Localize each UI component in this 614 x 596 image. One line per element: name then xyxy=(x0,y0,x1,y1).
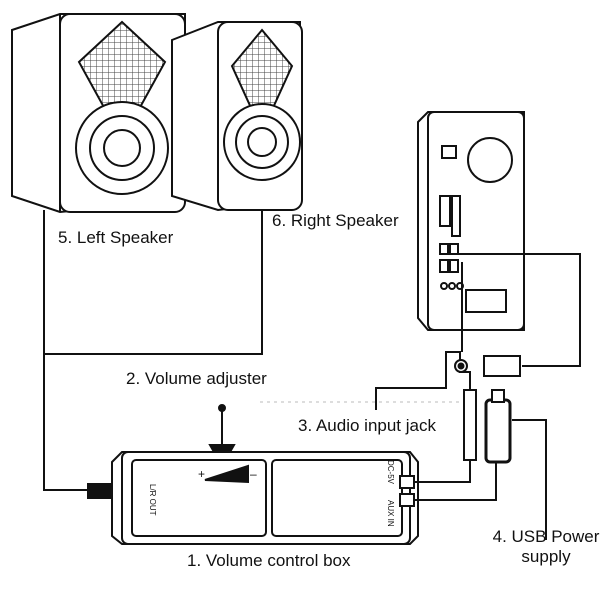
audio-jack-plug xyxy=(463,389,477,461)
usb-power-label-line2: supply xyxy=(521,547,571,566)
minus-sign: – xyxy=(250,467,257,481)
usb-plug-tip xyxy=(491,389,505,403)
usb-cable xyxy=(414,253,581,540)
usb-power-label: 4. USB Power supply xyxy=(486,527,606,567)
left-speaker xyxy=(11,13,186,214)
aux-in-label: AUX IN xyxy=(386,500,395,527)
audio-input-jack-label: 3. Audio input jack xyxy=(298,416,436,435)
speaker-cables xyxy=(43,210,263,491)
volume-control-box xyxy=(87,451,419,545)
audio-cable xyxy=(375,262,475,483)
volume-adjuster-knob xyxy=(208,404,236,453)
right-speaker-label: 6. Right Speaker xyxy=(272,211,399,230)
usb-plug xyxy=(484,398,512,464)
usb-power-label-line1: 4. USB Power xyxy=(492,527,600,546)
volume-adjuster-label: 2. Volume adjuster xyxy=(126,369,267,388)
left-speaker-label: 5. Left Speaker xyxy=(58,228,174,247)
computer-tower xyxy=(417,111,525,331)
plus-sign: + xyxy=(198,467,205,481)
usb-plug-pc xyxy=(483,355,521,377)
lr-out-label: L/R OUT xyxy=(148,484,157,516)
dc-5v-label: DC-5V xyxy=(386,460,395,485)
volume-control-box-label: 1. Volume control box xyxy=(187,551,351,570)
right-speaker xyxy=(171,21,303,212)
